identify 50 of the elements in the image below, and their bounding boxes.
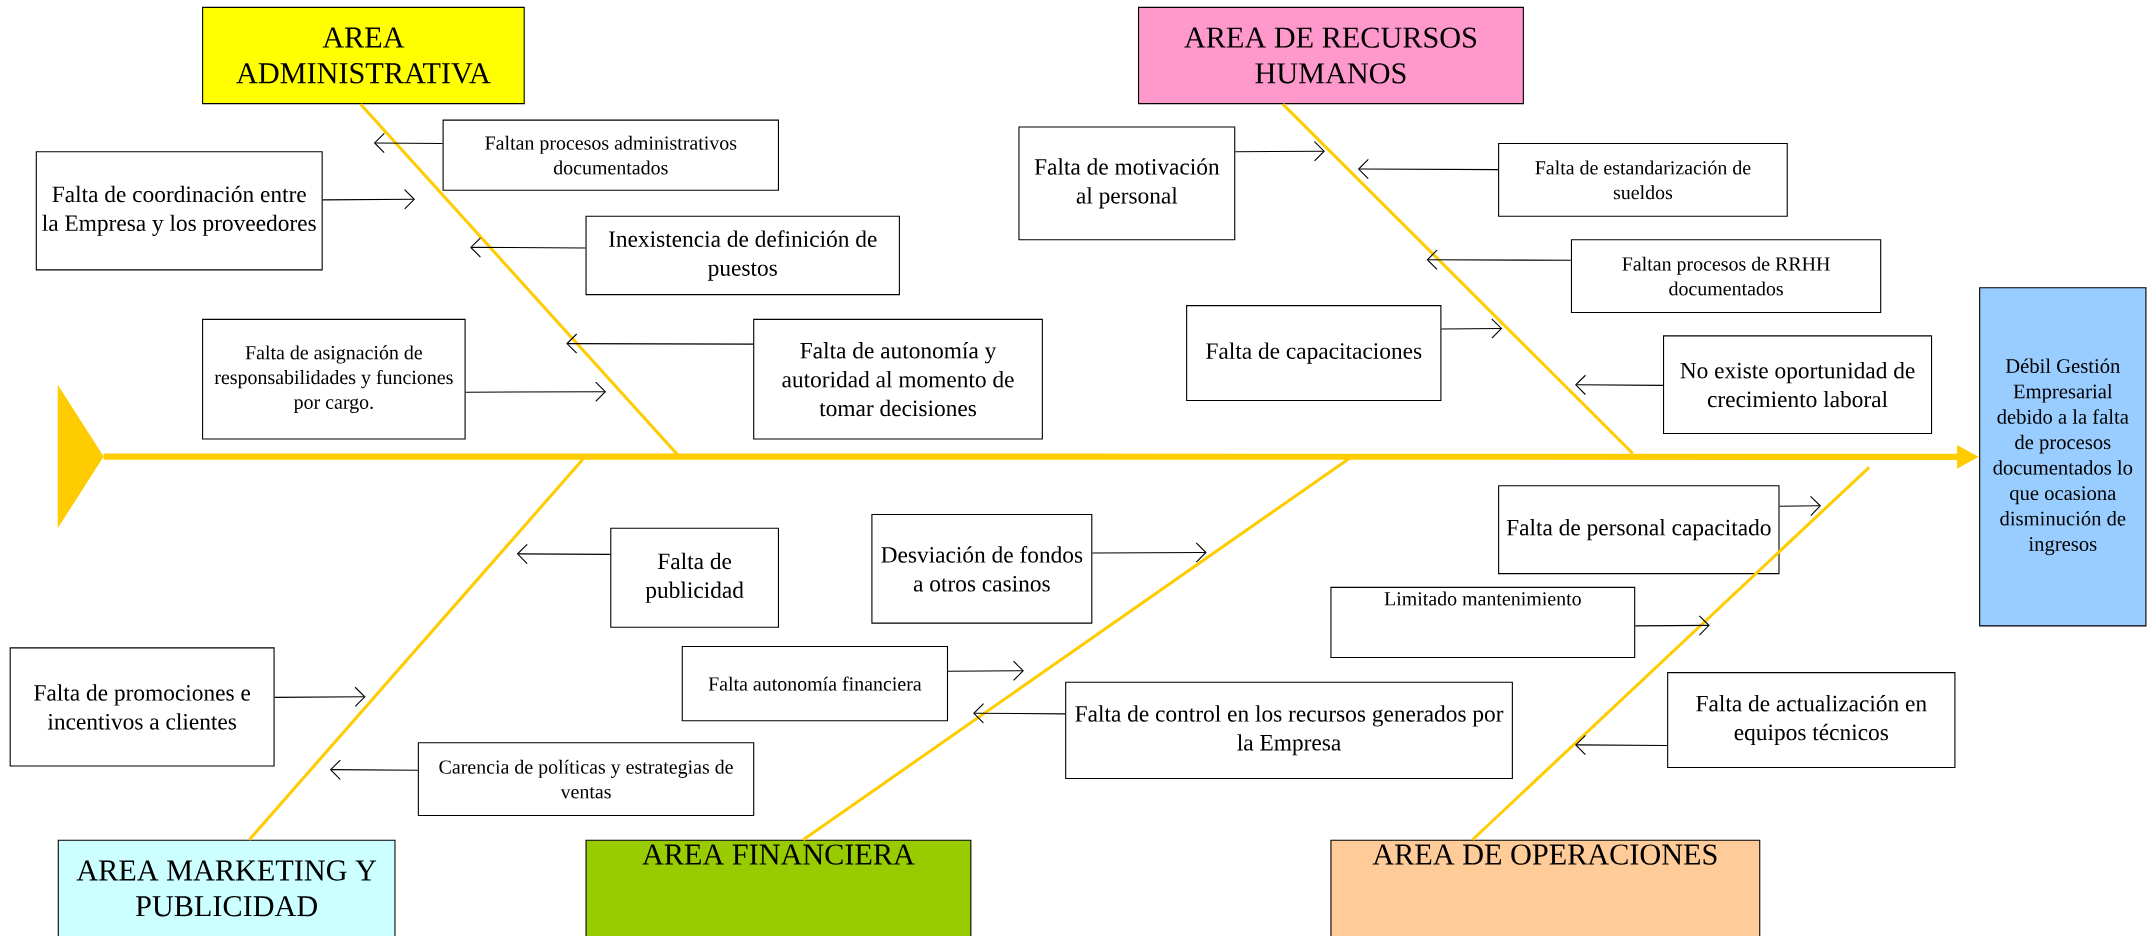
cause-box: Falta de coordinación entre la Empresa y los proveedores xyxy=(35,151,323,271)
cause-box: Faltan procesos de RRHH documentados xyxy=(1570,239,1882,314)
fish-tail xyxy=(57,384,104,529)
arrow xyxy=(470,237,587,258)
arrow xyxy=(1575,734,1668,756)
arrow xyxy=(516,543,611,565)
category-box: AREA FINANCIERA xyxy=(585,839,972,936)
category-box: AREA ADMINISTRATIVA xyxy=(202,6,525,105)
category-box: AREA DE OPERACIONES xyxy=(1330,839,1761,936)
cause-box: Falta de estandarización de sueldos xyxy=(1498,142,1788,217)
arrow xyxy=(947,660,1024,681)
bone-line xyxy=(1281,103,1634,455)
arrow xyxy=(274,686,366,708)
cause-box: Falta de capacitaciones xyxy=(1186,305,1442,402)
cause-box: No existe oportunidad de crecimiento laboral xyxy=(1663,335,1933,435)
cause-box: Falta de autonomía y autoridad al momento de tomar decisiones xyxy=(753,318,1043,440)
arrow xyxy=(1575,374,1664,396)
cause-box: Inexistencia de definición de puestos xyxy=(585,215,900,296)
arrow xyxy=(1634,615,1710,636)
arrow xyxy=(1234,141,1325,162)
bone-line xyxy=(248,455,587,841)
arrow xyxy=(1440,318,1503,339)
arrow xyxy=(1779,495,1822,517)
arrow xyxy=(465,381,607,402)
category-box: AREA MARKETING Y PUBLICIDAD xyxy=(57,839,396,936)
cause-box: Falta de actualización en equipos técnicos xyxy=(1667,672,1956,768)
arrow xyxy=(373,132,444,154)
cause-box: Limitado mantenimiento xyxy=(1330,586,1636,659)
arrow xyxy=(566,333,754,354)
cause-box: Falta de publicidad xyxy=(610,527,779,628)
cause-box: Faltan procesos administrativos documentados xyxy=(442,119,779,191)
arrow xyxy=(1091,542,1207,563)
cause-box: Falta de motivación al personal xyxy=(1018,126,1236,241)
effect-box: Débil Gestión Empresarial debido a la falta de procesos documentados lo que ocasiona disminución de ingresos xyxy=(1979,287,2147,627)
arrow xyxy=(329,759,419,780)
cause-box: Carencia de políticas y estrategias de ventas xyxy=(417,742,755,817)
cause-box: Desviación de fondos a otros casinos xyxy=(871,514,1093,624)
bone-line xyxy=(1471,466,1871,841)
arrow xyxy=(1426,249,1572,270)
category-box: AREA DE RECURSOS HUMANOS xyxy=(1138,6,1524,105)
arrow xyxy=(322,189,416,210)
bone-line xyxy=(359,103,681,458)
arrow xyxy=(1357,158,1499,180)
cause-box: Falta de promociones e incentivos a clientes xyxy=(9,647,275,767)
cause-box: Falta de control en los recursos generados por la Empresa xyxy=(1065,681,1513,779)
bone-line xyxy=(802,455,1354,841)
cause-box: Falta de personal capacitado xyxy=(1498,485,1780,575)
arrow xyxy=(973,703,1066,724)
cause-box: Falta autonomía financiera xyxy=(681,646,949,722)
cause-box: Falta de asignación de responsabilidades y funciones por cargo. xyxy=(202,318,466,440)
